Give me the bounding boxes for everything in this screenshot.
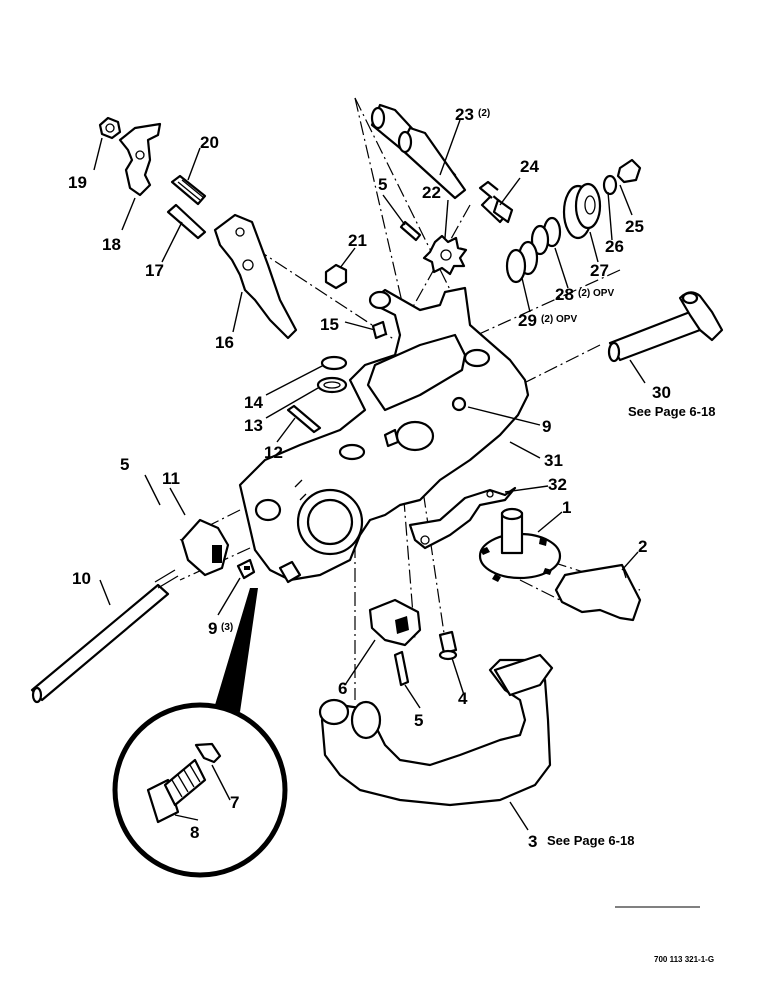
part-23-wedges: [370, 103, 467, 200]
part-25-nut: [616, 158, 642, 184]
part-24-bolt: [478, 180, 514, 224]
part-9-fitting-lower: [236, 558, 256, 580]
callout-22: 22: [422, 183, 441, 202]
part-8-bolt: [146, 758, 207, 824]
callouts: 19 20 18 17 16 23 (2) 24 5 22 25 21 26 2…: [68, 105, 715, 851]
callout-17: 17: [145, 261, 164, 280]
figure-code: 700 113 321-1-G: [654, 955, 714, 964]
part-14-ring: [320, 355, 348, 371]
callout-11: 11: [162, 469, 180, 488]
note-30: See Page 6-18: [628, 404, 715, 419]
part-6-valve: [368, 598, 422, 647]
part-16-lever: [213, 213, 298, 340]
callout-19: 19: [68, 173, 87, 192]
callout-31: 31: [544, 451, 563, 470]
callout-8: 8: [190, 823, 199, 842]
detail-inset: [112, 588, 288, 878]
part-17-pin: [166, 203, 207, 240]
part-12-pin: [286, 404, 322, 434]
callout-32: 32: [548, 475, 567, 494]
leader-lines: [93, 119, 646, 831]
part-1-flange: [478, 507, 562, 582]
callout-2: 2: [638, 537, 647, 556]
callout-27: 27: [590, 261, 609, 280]
callout-13: 13: [244, 416, 263, 435]
callout-5-left: 5: [120, 455, 129, 474]
callout-6: 6: [338, 679, 347, 698]
callout-16: 16: [215, 333, 234, 352]
part-27-pulley: [562, 182, 602, 240]
callout-9-lower: 9: [208, 619, 217, 638]
part-20-stud: [170, 174, 207, 206]
callout-9-lower-qty: (3): [221, 622, 233, 633]
part-15-fitting: [371, 320, 388, 340]
callout-7: 7: [230, 793, 239, 812]
part-5-pin-lower: [393, 650, 410, 687]
part-2-bracket: [554, 563, 642, 622]
callout-4: 4: [458, 689, 468, 708]
callout-23-qty: (2): [478, 108, 490, 119]
part-19-nut: [98, 116, 122, 140]
callout-29: 29: [518, 311, 537, 330]
callout-18: 18: [102, 235, 121, 254]
callout-15: 15: [320, 315, 339, 334]
part-21-nut: [324, 263, 348, 290]
callout-24: 24: [520, 157, 539, 176]
callout-29-qty: (2) OPV: [541, 314, 577, 325]
part-22-star-gear: [422, 234, 468, 276]
part-31-housing: [238, 286, 530, 584]
part-11-block: [180, 518, 230, 577]
callout-12: 12: [264, 443, 283, 462]
part-18-bracket: [118, 122, 162, 197]
callout-9-right: 9: [542, 417, 551, 436]
part-13-ring: [316, 376, 348, 394]
part-26-washer: [602, 174, 618, 196]
callout-23: 23: [455, 105, 474, 124]
part-7-washer: [194, 742, 222, 764]
part-3-handle: [318, 653, 554, 807]
note-3: See Page 6-18: [547, 833, 634, 848]
part-4-bolt: [438, 630, 458, 661]
callout-3: 3: [528, 832, 537, 851]
part-30-shaft: [607, 291, 724, 363]
part-29-washers: [505, 240, 539, 284]
callout-21: 21: [348, 231, 367, 250]
callout-14: 14: [244, 393, 263, 412]
callout-28: 28: [555, 285, 574, 304]
callout-5-lower: 5: [414, 711, 423, 730]
part-28-washers: [530, 216, 562, 256]
callout-5-top: 5: [378, 175, 387, 194]
callout-28-qty: (2) OPV: [578, 288, 614, 299]
callout-1: 1: [562, 498, 571, 517]
callout-20: 20: [200, 133, 219, 152]
callout-26: 26: [605, 237, 624, 256]
part-5-pin-top: [399, 220, 422, 242]
callout-25: 25: [625, 217, 644, 236]
callout-30: 30: [652, 383, 671, 402]
callout-10: 10: [72, 569, 91, 588]
part-10-shaft: [30, 569, 179, 704]
part-32-plate: [408, 486, 517, 550]
